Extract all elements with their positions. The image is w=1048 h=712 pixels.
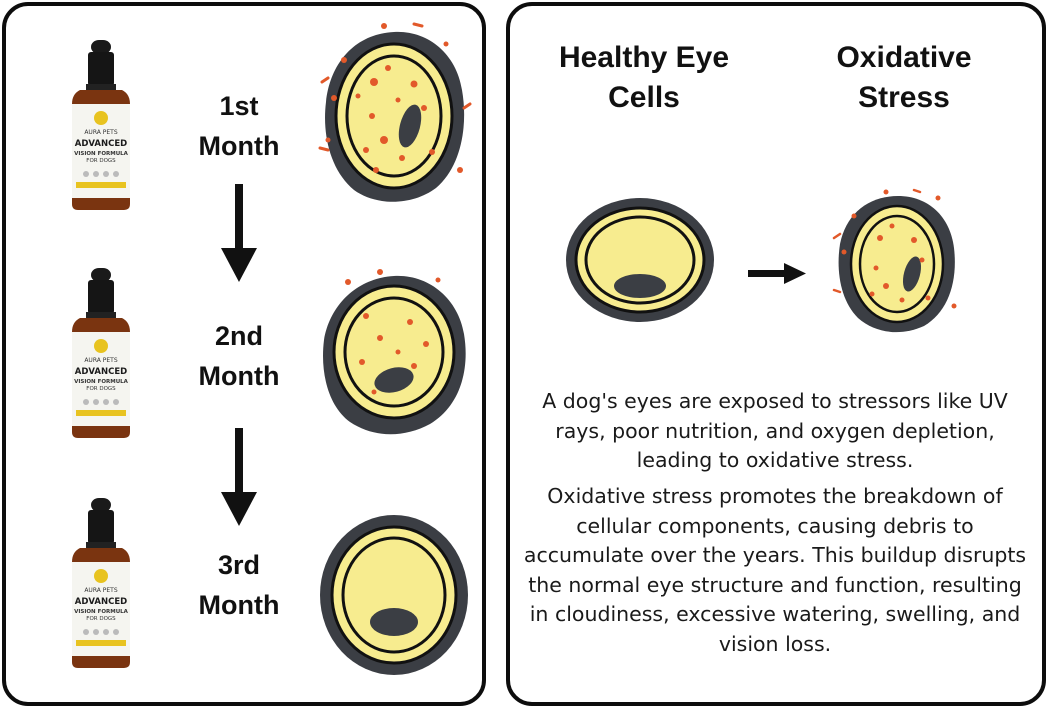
explanation-panel [506, 2, 1046, 706]
month-label-1-line1: 1st [219, 91, 259, 121]
bottle-name-2: VISION FORMULA [74, 379, 129, 385]
stressed-cell-severe [318, 22, 472, 202]
product-bottle: AURA PETS ADVANCED VISION FORMULA FOR DO… [72, 268, 130, 438]
bottle-name-2: VISION FORMULA [74, 609, 129, 615]
product-bottle: AURA PETS ADVANCED VISION FORMULA FOR DO… [72, 40, 130, 210]
month-label-1-line2: Month [198, 131, 280, 161]
heading-stress-line1: Oxidative [836, 41, 972, 74]
month-label-3-line2: Month [198, 590, 280, 620]
stressed-cell [832, 188, 957, 333]
paragraph-breakdown: Oxidative stress promotes the breakdown … [523, 484, 1027, 656]
month-label-1: 1st Month [164, 86, 314, 166]
bottle-name-1: ADVANCED [75, 139, 127, 149]
arrow-down-icon [221, 428, 257, 526]
healthy-cell [566, 198, 714, 322]
bottle-brand: AURA PETS [84, 357, 118, 364]
product-bottle: AURA PETS ADVANCED VISION FORMULA FOR DO… [72, 498, 130, 668]
stressed-cell-moderate [323, 269, 466, 435]
bottle-name-3: FOR DOGS [86, 616, 116, 622]
arrow-down-icon [221, 184, 257, 282]
month-label-2-line2: Month [198, 361, 280, 391]
month-label-3: 3rd Month [164, 545, 314, 625]
bottle-name-1: ADVANCED [75, 367, 127, 377]
heading-oxidative-stress: Oxidative Stress [789, 38, 1019, 118]
bottle-brand: AURA PETS [84, 129, 118, 136]
month-label-2-line1: 2nd [214, 321, 263, 351]
bottle-name-3: FOR DOGS [86, 386, 116, 392]
arrow-right-icon [748, 263, 806, 284]
paragraph-stressors: A dog's eyes are exposed to stressors li… [542, 389, 1008, 472]
bottle-name-2: VISION FORMULA [74, 151, 129, 157]
bottle-name-1: ADVANCED [75, 597, 127, 607]
heading-healthy-line2: Cells [608, 81, 680, 114]
month-label-3-line1: 3rd [217, 550, 261, 580]
bottle-brand: AURA PETS [84, 587, 118, 594]
heading-healthy-eye-cells: Healthy Eye Cells [529, 38, 759, 118]
healthy-cell-restored [320, 515, 468, 675]
heading-healthy-line1: Healthy Eye [558, 41, 730, 74]
month-label-2: 2nd Month [164, 316, 314, 396]
heading-stress-line2: Stress [858, 81, 950, 114]
bottle-name-3: FOR DOGS [86, 158, 116, 164]
